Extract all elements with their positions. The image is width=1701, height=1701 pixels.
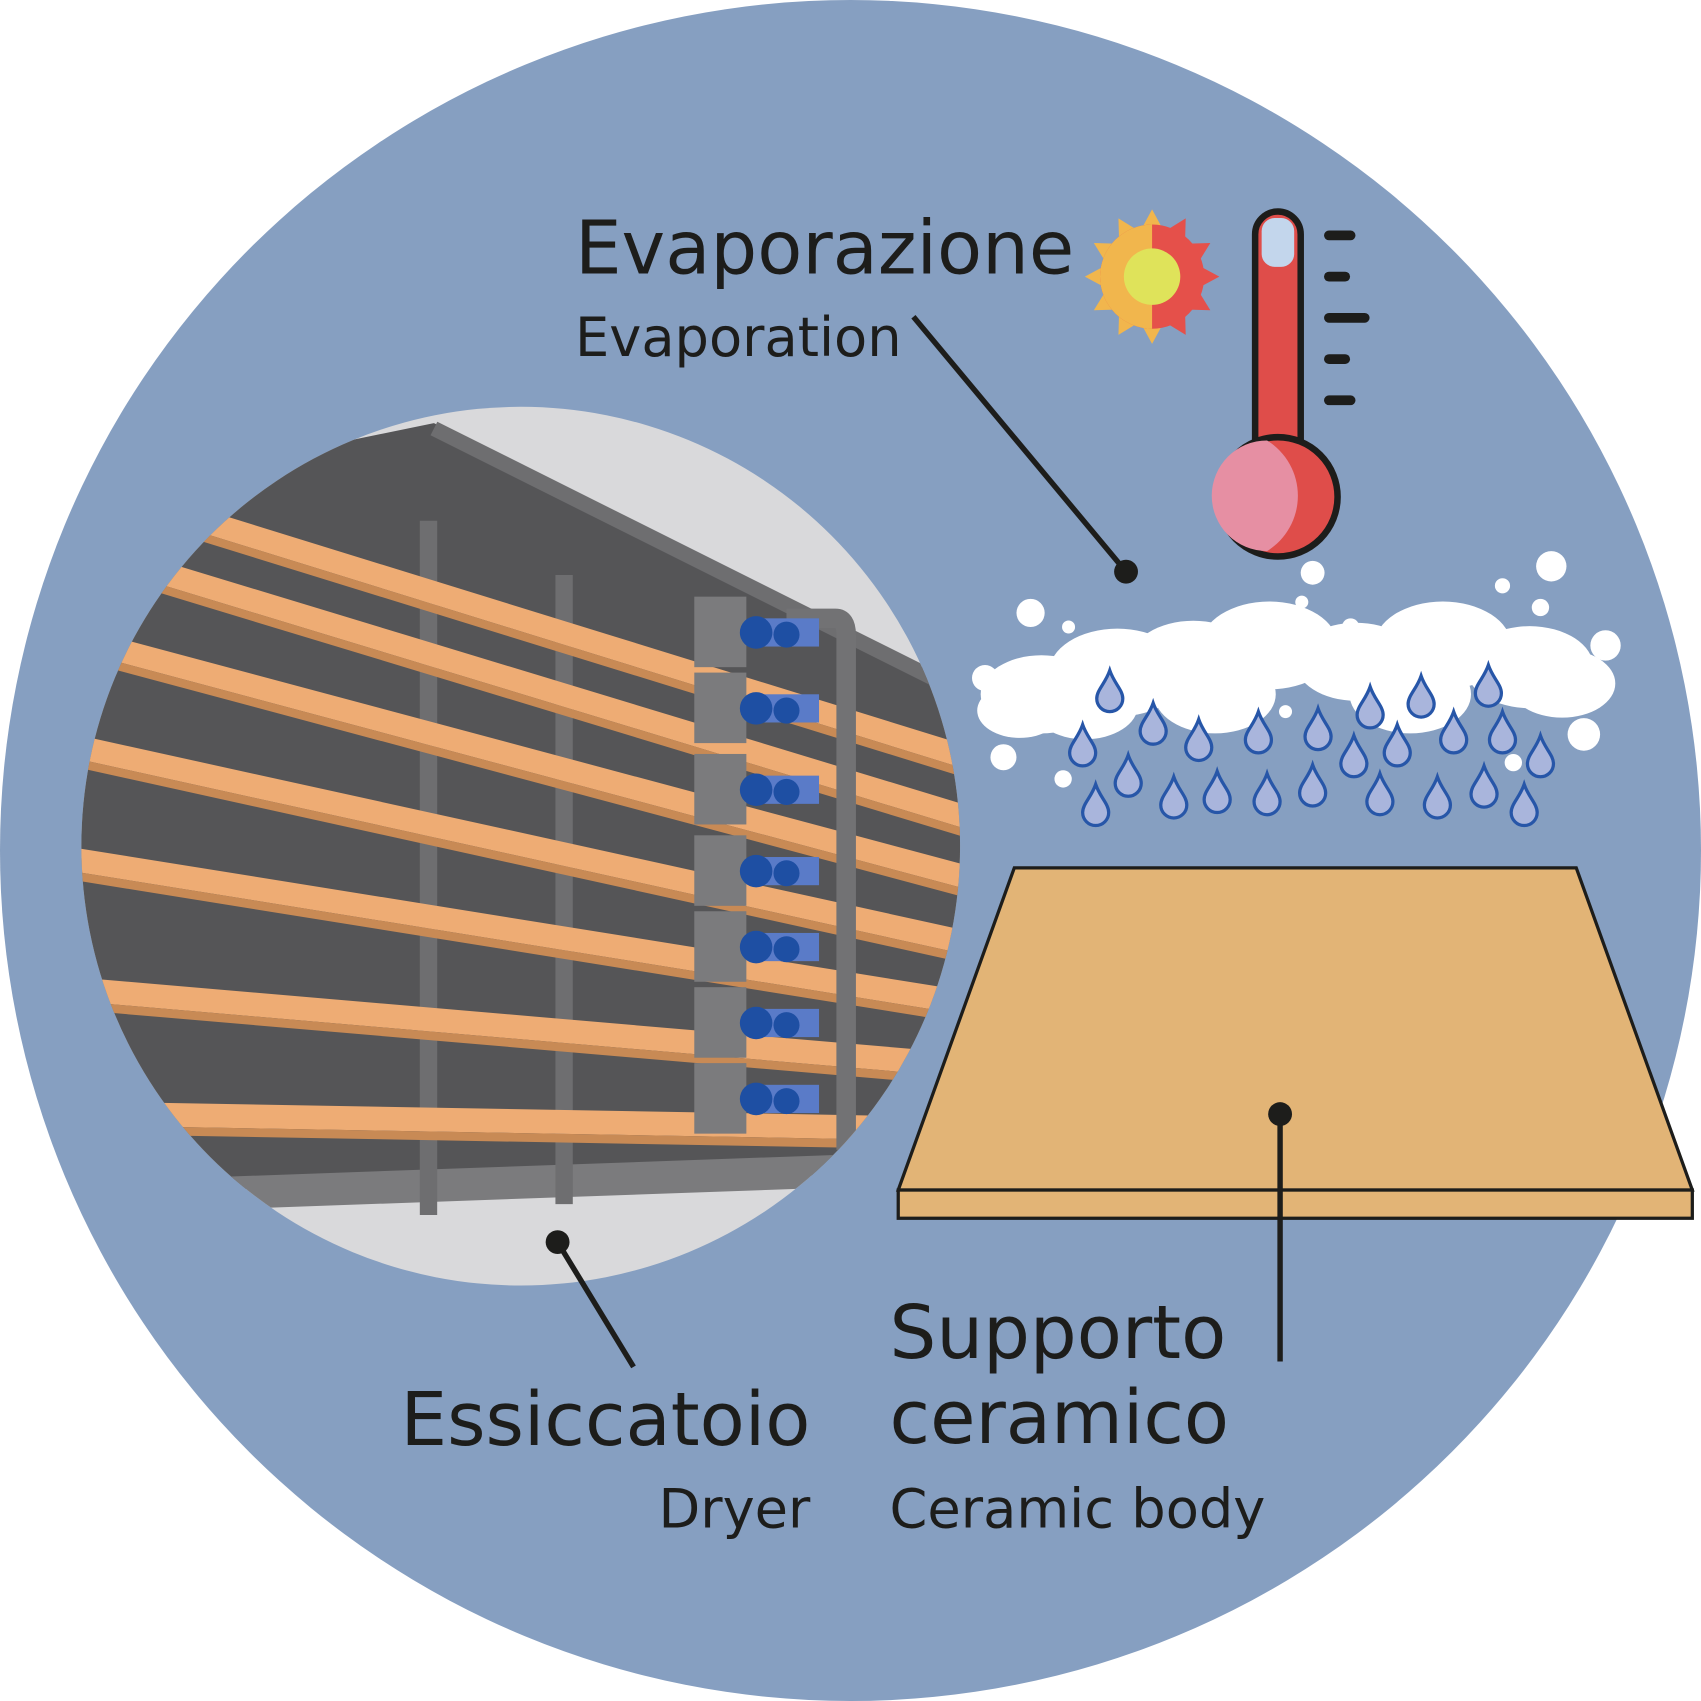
water-drop-icon (1439, 706, 1469, 755)
shelf (81, 531, 961, 833)
dryer-label-en: Dryer (659, 1477, 812, 1540)
steam-bubble (1279, 705, 1293, 719)
sun-ray (1084, 266, 1104, 287)
shelf-edge (81, 1000, 961, 1087)
nozzle-cap (773, 1012, 800, 1039)
water-drop-icon (1406, 670, 1436, 719)
steam-bubble (1016, 598, 1045, 628)
sun-icon (1084, 209, 1220, 344)
shelf-edge (81, 756, 961, 966)
water-drop-icon (1469, 760, 1499, 809)
sun-ray (1142, 325, 1162, 344)
water-drops (1068, 659, 1556, 828)
dryer-illustration (81, 406, 961, 1286)
steam-bubble (990, 744, 1017, 771)
water-drop-icon (1113, 749, 1143, 798)
nozzle-cap (739, 1006, 773, 1040)
steam-bubble (1054, 770, 1072, 788)
water-drop-icon (1422, 771, 1453, 820)
evaporation-label-en: Evaporation (575, 306, 902, 369)
nozzle-cap (739, 692, 773, 725)
water-drop-icon (1382, 719, 1412, 768)
water-drop-icon (1339, 730, 1369, 779)
steam-bubble (1536, 551, 1567, 582)
nozzle-cap (739, 854, 773, 888)
nozzle-cap (739, 930, 773, 964)
ceramic-body-label-en: Ceramic body (890, 1477, 1266, 1540)
steam-bubble (1567, 718, 1601, 751)
water-drop-icon (1487, 706, 1518, 755)
water-drop-icon (1303, 703, 1333, 752)
water-drop-icon (1509, 779, 1539, 828)
cloud-puff (977, 683, 1063, 738)
water-drop-icon (1184, 714, 1214, 763)
sun-ray (1142, 209, 1162, 228)
nozzle-block (694, 987, 747, 1058)
evaporation-label-it: Evaporazione (575, 206, 1074, 291)
nozzle-cap (773, 697, 800, 724)
steam-bubble (1062, 620, 1076, 634)
steam-bubble (1590, 630, 1621, 661)
leader-lines (545, 315, 1293, 1369)
shelf-edge (81, 870, 961, 1026)
ceramic-body-label-it-2: ceramico (890, 1376, 1229, 1461)
nozzle-block (694, 835, 747, 906)
thermometer-icon (1211, 208, 1370, 560)
nozzle-block (694, 596, 747, 668)
steam-bubble (1531, 598, 1550, 617)
water-drop-icon (1473, 659, 1504, 708)
water-drop-icon (1297, 759, 1328, 808)
nozzle-cap (773, 621, 800, 648)
ceramic-tile (895, 866, 1695, 1220)
nozzle-cap (739, 616, 773, 649)
nozzle-cap (773, 778, 800, 805)
cloud-puff (1508, 649, 1616, 718)
shelf (81, 1101, 961, 1142)
water-drop-icon (1355, 681, 1385, 730)
cloud-puff (1154, 655, 1276, 734)
steam-cloud (972, 551, 1621, 788)
nozzle-cap (739, 773, 773, 807)
shelf (81, 732, 961, 957)
water-drop-icon (1095, 665, 1125, 714)
shelf (81, 623, 961, 892)
water-drop-icon (1365, 768, 1395, 817)
sun-ray (1200, 266, 1220, 287)
steam-bubble (1295, 595, 1309, 609)
nozzle-block (694, 911, 747, 982)
nozzle-cap (773, 936, 800, 963)
water-drop-icon (1159, 771, 1189, 820)
nozzle-cap (773, 860, 800, 887)
steam-bubble (1300, 560, 1325, 585)
water-drop-icon (1202, 766, 1232, 815)
steam-bubble (1341, 618, 1360, 636)
steam-bubble (1494, 578, 1511, 594)
water-drop-icon (1252, 768, 1282, 817)
shelf (81, 846, 961, 1017)
shelf (81, 976, 961, 1079)
nozzle-block (694, 672, 747, 744)
nozzle-cap (739, 1082, 773, 1116)
ceramic-body-label-it-1: Supporto (890, 1291, 1227, 1376)
steam-bubble (972, 664, 999, 692)
nozzle-block (694, 1063, 747, 1134)
nozzle-cap (773, 1088, 800, 1115)
shelf-edge (81, 1124, 961, 1150)
shelf-edge (81, 647, 961, 901)
dryer-label-it: Essiccatoio (400, 1378, 810, 1463)
shelf-edge (81, 555, 961, 841)
water-drop-icon (1243, 706, 1274, 755)
nozzle-block (694, 753, 747, 825)
steam-bubble (1504, 753, 1523, 772)
water-drop-icon (1081, 779, 1111, 828)
water-drop-icon (1525, 730, 1556, 779)
water-drop-icon (1138, 697, 1168, 746)
water-drop-icon (1068, 719, 1098, 768)
